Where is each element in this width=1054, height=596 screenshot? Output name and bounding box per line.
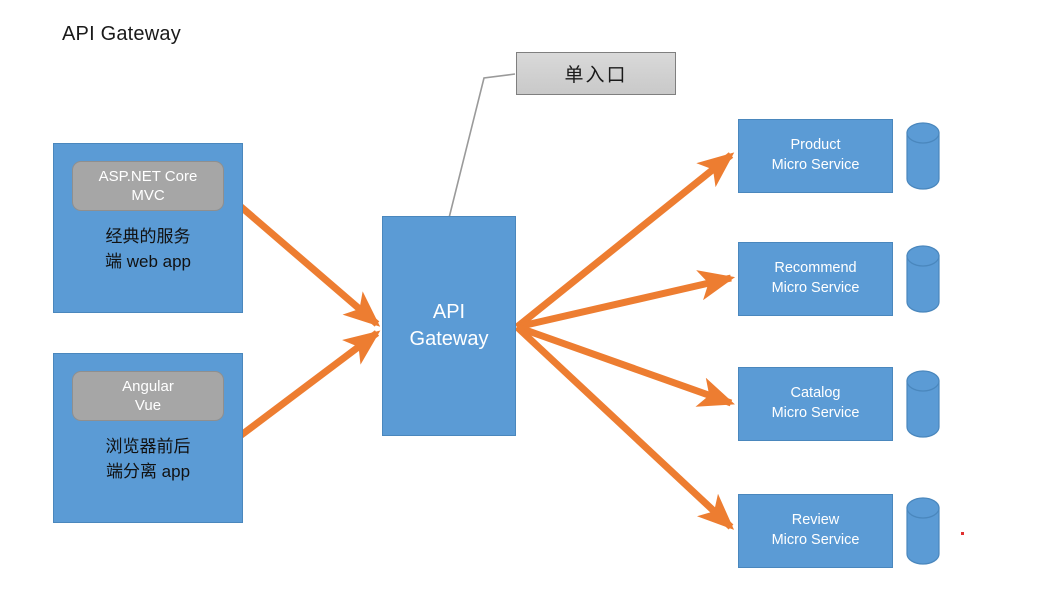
tech-chip-line-1: ASP.NET Core (98, 167, 198, 185)
callout-single-entry[interactable]: 单入口 (516, 52, 676, 95)
callout-connector-line (448, 73, 516, 219)
api-gateway-line-1: API (432, 301, 466, 323)
client-caption-angular-vue: 浏览器前后 端分离 app (106, 435, 191, 484)
service-name: Recommend (774, 260, 857, 277)
service-suffix: Micro Service (771, 157, 860, 173)
client-box-angular-vue[interactable]: Angular Vue 浏览器前后 端分离 app (53, 353, 243, 523)
client-caption-line-2: 端分离 app (105, 461, 191, 481)
service-suffix: Micro Service (771, 280, 860, 296)
api-gateway-line-2: Gateway (409, 328, 489, 350)
tech-chip-line-2: MVC (131, 187, 165, 204)
service-suffix: Micro Service (771, 532, 860, 548)
client-caption-line-1: 经典的服务 (105, 227, 191, 246)
client-caption-line-2: 端 web app (105, 251, 191, 271)
service-box-catalog[interactable]: Catalog Micro Service (738, 367, 893, 441)
database-icon-review (906, 497, 940, 565)
callout-label: 单入口 (564, 65, 628, 86)
service-name: Review (791, 512, 840, 529)
api-gateway-box[interactable]: API Gateway (382, 216, 516, 436)
api-gateway-label: API Gateway (383, 299, 515, 353)
service-name: Catalog (790, 385, 841, 402)
database-icon-recommend (906, 245, 940, 313)
tech-chip-line-1: Angular (122, 377, 174, 395)
service-box-product[interactable]: Product Micro Service (738, 119, 893, 193)
client-caption-aspnet-core-mvc: 经典的服务 端 web app (105, 225, 191, 274)
tech-chip-angular-vue: Angular Vue (72, 371, 224, 421)
client-box-aspnet-core-mvc[interactable]: ASP.NET Core MVC 经典的服务 端 web app (53, 143, 243, 313)
stray-red-dot-artifact (961, 532, 964, 535)
service-box-recommend[interactable]: Recommend Micro Service (738, 242, 893, 316)
edge-gateway-to-recommend (516, 270, 736, 331)
database-icon-product (906, 122, 940, 190)
edge-gateway-to-product (514, 152, 735, 330)
tech-chip-aspnet-core-mvc: ASP.NET Core MVC (72, 161, 224, 211)
service-suffix: Micro Service (771, 405, 860, 421)
tech-chip-line-2: Vue (134, 397, 162, 414)
edge-angular-to-gateway (237, 330, 381, 439)
edge-gateway-to-review (514, 324, 735, 530)
database-icon-catalog (906, 370, 940, 438)
service-name: Product (790, 137, 841, 154)
page-title: API Gateway (62, 23, 181, 45)
client-caption-line-1: 浏览器前后 (105, 437, 191, 456)
edge-aspnet-to-gateway (237, 203, 381, 327)
edge-gateway-to-catalog (515, 323, 735, 407)
service-box-review[interactable]: Review Micro Service (738, 494, 893, 568)
